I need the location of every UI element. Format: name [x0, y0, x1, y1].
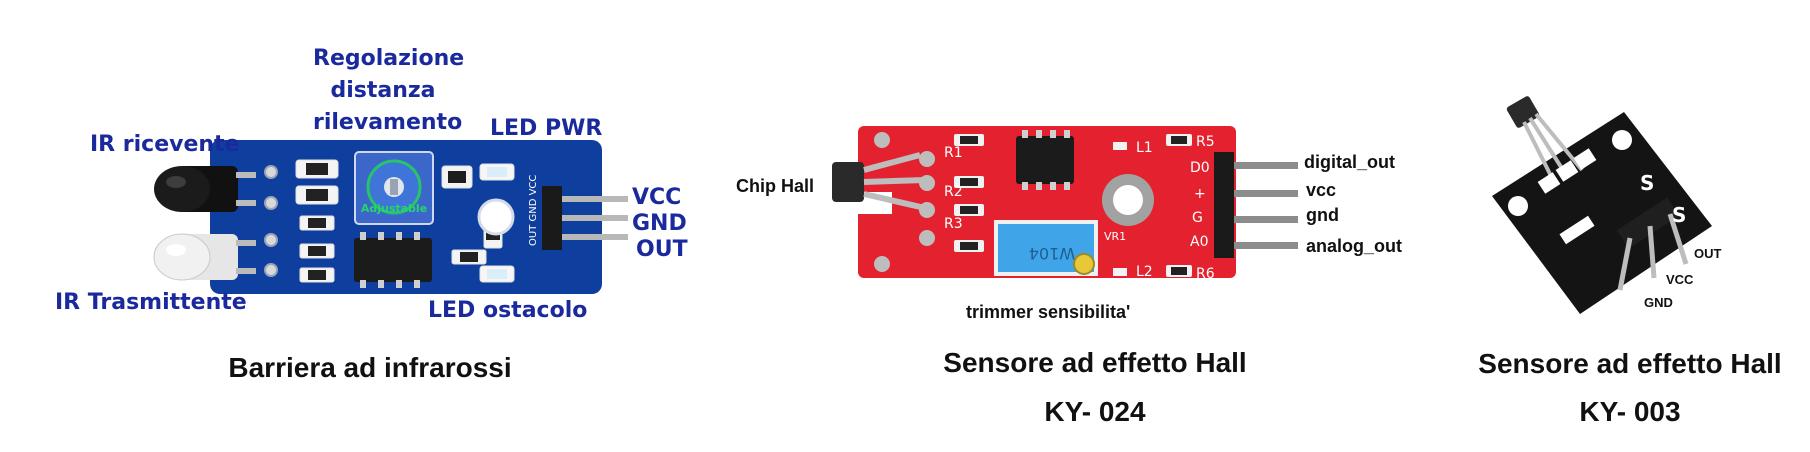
ky003-gnd-label: GND — [1644, 295, 1673, 310]
silk-s-2: S — [1672, 203, 1686, 227]
pin-gnd-label: GND — [632, 211, 687, 236]
ir-pin-header: OUT GND VCC — [528, 175, 628, 250]
ir-transmitter-label: IR Trasmittente — [55, 290, 247, 315]
ky024-caption-line1: Sensore ad effetto Hall — [943, 347, 1247, 378]
trimmer-code: W104 — [1029, 244, 1075, 263]
ky024-pin-header — [1214, 152, 1298, 258]
header-silk-label: OUT GND VCC — [528, 175, 539, 246]
ky003-caption-line1: Sensore ad effetto Hall — [1478, 348, 1782, 379]
silk-plus: + — [1194, 186, 1206, 202]
ir-receiver-label: IR ricevente — [90, 132, 240, 157]
ir-receiver-led — [154, 166, 256, 212]
silk-g: G — [1192, 210, 1203, 226]
silk-s-1: S — [1640, 171, 1654, 195]
analog-out-label: analog_out — [1306, 236, 1403, 256]
digital-out-label: digital_out — [1304, 152, 1395, 172]
ir-caption: Barriera ad infrarossi — [228, 352, 512, 383]
ky024-gnd-label: gnd — [1306, 205, 1339, 225]
silk-r6: R6 — [1196, 266, 1215, 282]
pin-vcc-label: VCC — [632, 185, 682, 210]
silk-d0: D0 — [1190, 160, 1210, 176]
silk-r2: R2 — [944, 184, 963, 200]
comparator-ic — [1016, 130, 1074, 190]
chip-hall-label: Chip Hall — [736, 176, 815, 196]
ky024-caption-line2: KY- 024 — [1044, 396, 1146, 427]
hall-chip — [832, 152, 926, 211]
adjust-label-line1: Regolazione — [313, 46, 465, 71]
ky003-caption-line2: KY- 003 — [1579, 396, 1681, 427]
ky003-vcc-label: VCC — [1666, 272, 1694, 287]
sensitivity-trimmer: W104 — [994, 220, 1098, 276]
ir-transmitter-led — [153, 233, 256, 281]
adjust-potentiometer: Adjustable — [354, 151, 434, 225]
ky003-board: S S — [1492, 96, 1712, 314]
ir-module-board: Adjustable OUT GND VCC — [153, 140, 628, 294]
comparator-chip — [354, 232, 432, 288]
silk-l2: L2 — [1136, 264, 1153, 280]
silk-vr1: VR1 — [1104, 230, 1126, 243]
led-obstacle-label: LED ostacolo — [428, 298, 588, 323]
ky024-board: W104 R1 R2 R3 R5 R6 L1 L2 D0 A0 G + VR1 — [832, 126, 1298, 282]
pin-out-label: OUT — [636, 237, 688, 262]
adjust-label-line3: rilevamento — [313, 110, 463, 135]
silk-r3: R3 — [944, 216, 963, 232]
ky003-out-label: OUT — [1694, 246, 1722, 261]
adjust-label-line2: distanza — [330, 78, 436, 103]
led-pwr-label: LED PWR — [490, 116, 603, 141]
ky003-pin-header — [1616, 197, 1689, 291]
silk-r5: R5 — [1196, 134, 1215, 150]
silk-l1: L1 — [1136, 140, 1153, 156]
silk-r1: R1 — [944, 145, 963, 161]
trimmer-label: trimmer sensibilita' — [966, 302, 1131, 322]
silk-a0: A0 — [1190, 234, 1208, 250]
ky024-vcc-label: vcc — [1306, 180, 1337, 200]
pot-label: Adjustable — [361, 202, 427, 215]
